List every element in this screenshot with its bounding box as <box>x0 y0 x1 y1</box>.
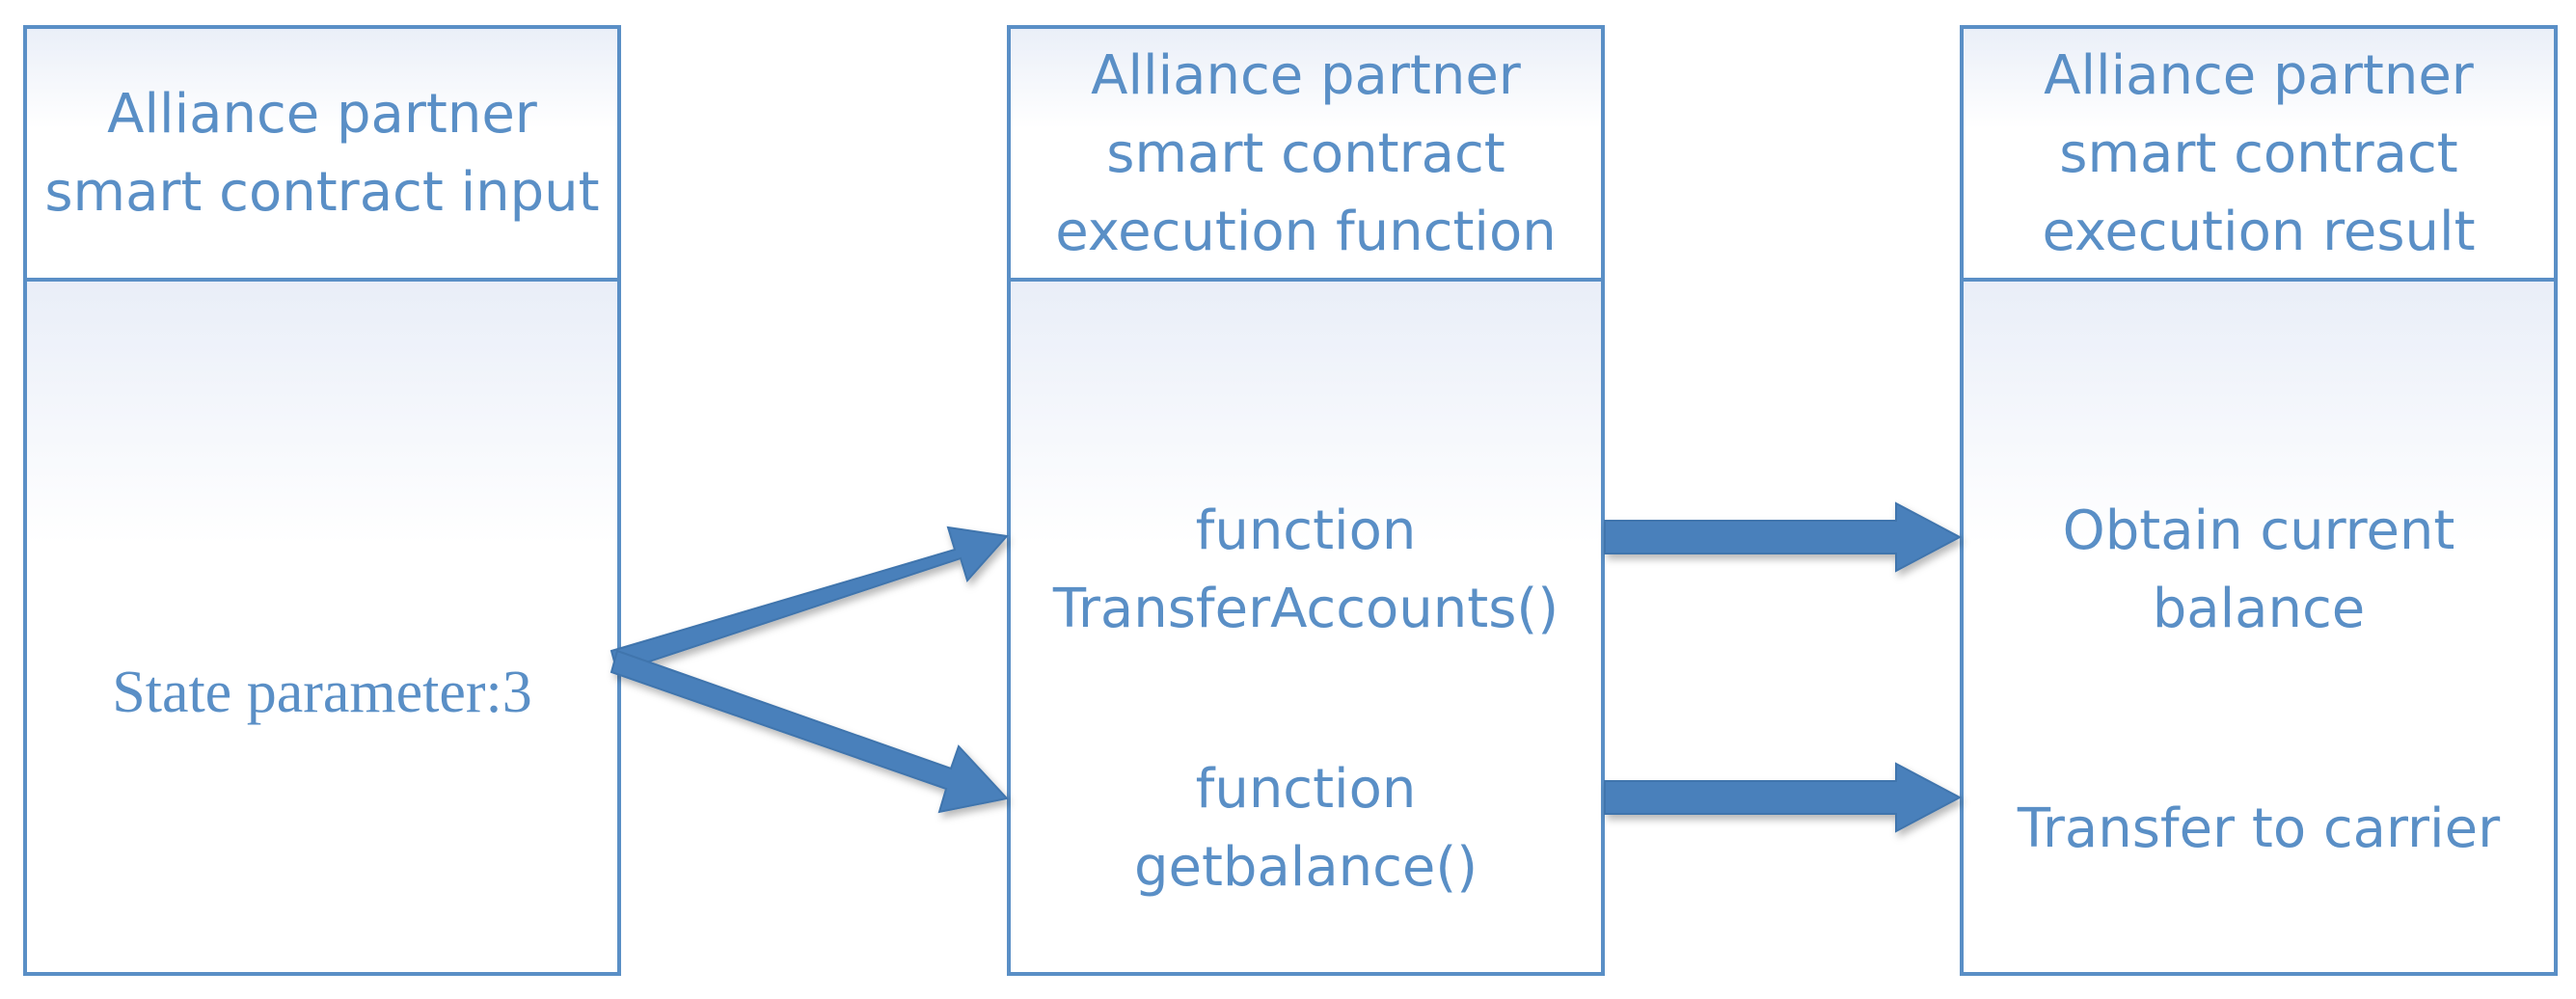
input-panel-header: Alliance partner smart contract input <box>27 29 617 282</box>
arrow-transfer-to-balance-icon <box>1604 501 1963 573</box>
getbalance-function-label: function getbalance() <box>1133 758 1478 899</box>
input-panel: Alliance partner smart contract input St… <box>23 25 621 976</box>
result-panel-header: Alliance partner smart contract executio… <box>1964 29 2554 282</box>
input-panel-body: State parameter:3 <box>27 282 617 972</box>
transfer-accounts-function-label: function TransferAccounts() <box>1052 500 1559 640</box>
function-panel-title: Alliance partner smart contract executio… <box>1055 43 1557 263</box>
obtain-balance-result-label: Obtain current balance <box>2062 500 2455 640</box>
function-panel-body: function TransferAccounts() function get… <box>1011 282 1601 972</box>
arrow-getbalance-to-carrier-icon <box>1604 762 1963 833</box>
result-panel-body: Obtain current balance Transfer to carri… <box>1964 282 2554 972</box>
result-panel-title: Alliance partner smart contract executio… <box>2042 43 2476 263</box>
state-parameter-label: State parameter:3 <box>112 660 532 725</box>
function-panel-header: Alliance partner smart contract executio… <box>1011 29 1601 282</box>
function-panel: Alliance partner smart contract executio… <box>1007 25 1605 976</box>
arrow-input-to-transfer-icon <box>610 526 1009 674</box>
result-panel: Alliance partner smart contract executio… <box>1960 25 2558 976</box>
transfer-to-carrier-result-label: Transfer to carrier <box>2017 797 2501 860</box>
input-panel-title: Alliance partner smart contract input <box>44 83 600 224</box>
arrow-input-to-getbalance-icon <box>610 649 1009 814</box>
